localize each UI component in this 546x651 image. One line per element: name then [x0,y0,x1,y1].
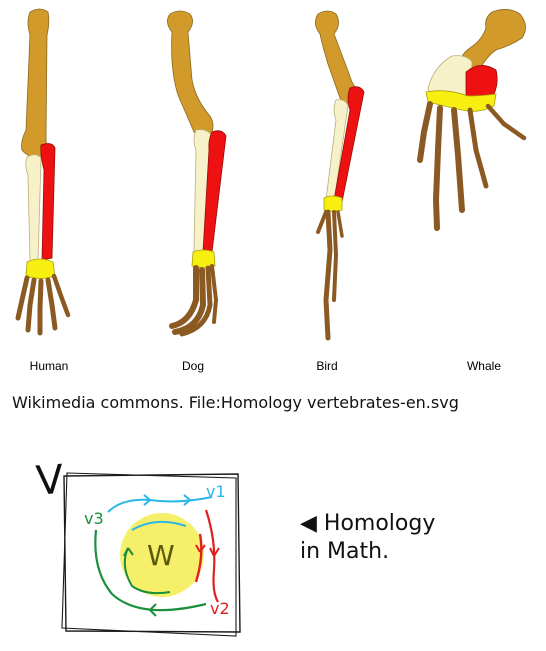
human-arm-illustration [15,8,71,336]
subspace-w-disc [120,513,204,597]
vector-label-v1: v1 [206,482,226,501]
dog-digits [169,264,219,337]
whale-digits [417,101,527,231]
whale-flipper-illustration [417,9,527,231]
green-arrow-path [94,529,207,612]
subspace-label-w: W [147,539,175,572]
human-digits [15,273,71,336]
species-label-human: Human [30,359,69,373]
math-note-line2: in Math. [300,539,389,564]
blue-arrow-path [107,496,213,513]
human-carpals [25,258,56,279]
human-humerus [21,8,50,158]
species-label-bird: Bird [316,359,337,373]
species-label-dog: Dog [182,359,204,373]
space-box [63,473,241,633]
human-ulna [25,154,42,263]
space-label-v: V [34,457,65,505]
bird-wing-illustration [315,10,365,341]
red-arrow-path [204,509,219,603]
dog-limb-illustration [167,10,227,337]
vector-label-v3: v3 [84,509,104,528]
whale-carpals [425,90,497,112]
human-radius [40,143,56,261]
math-note-line1: ◀ Homology [300,511,435,536]
bird-carpals [323,195,343,212]
dog-humerus [167,10,214,138]
bird-digits [316,209,344,341]
image-source-caption: Wikimedia commons. File:Homology vertebr… [12,393,459,412]
vector-label-v2: v2 [210,599,230,618]
species-label-whale: Whale [467,359,501,373]
vector-space-sketch: V W v1 v2 v3 [34,457,241,637]
